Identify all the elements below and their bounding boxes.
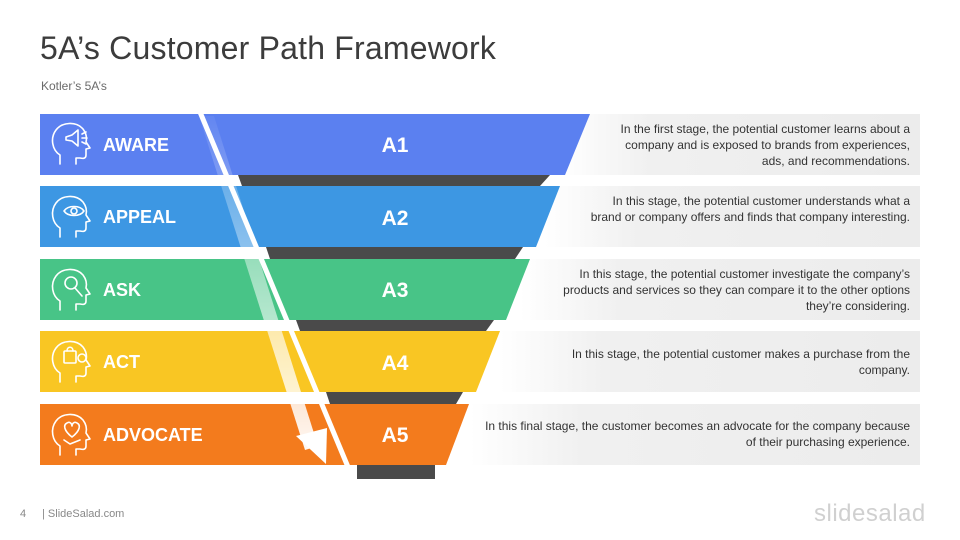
stage-code-a2: A2 <box>382 207 409 230</box>
stage-band-advocate <box>40 404 469 465</box>
description-panel <box>470 404 920 465</box>
stage-label-ask: ASK <box>103 280 141 300</box>
eye-head-icon <box>51 195 91 238</box>
arrow-head-icon <box>296 428 327 464</box>
stage-code-a5: A5 <box>382 424 409 447</box>
page-subtitle: Kotler’s 5A’s <box>41 79 107 93</box>
path-arrow-icon <box>199 116 318 450</box>
page-title: 5A’s Customer Path Framework <box>40 30 497 66</box>
stage-band-ask <box>40 259 530 320</box>
stage-description-advocate: In this final stage, the customer become… <box>485 419 910 449</box>
stage-code-a1: A1 <box>382 134 409 157</box>
description-panel <box>545 186 920 247</box>
stage-description-aware: In the first stage, the potential custom… <box>620 122 911 168</box>
stage-description-appeal: In this stage, the potential customer un… <box>590 194 910 224</box>
stage-code-a3: A3 <box>382 279 409 302</box>
megaphone-head-icon <box>51 122 91 165</box>
page-number: 4 <box>20 508 27 520</box>
heart-hand-head-icon <box>51 413 91 456</box>
stage-description-ask: In this stage, the potential customer in… <box>563 267 910 313</box>
description-panel <box>560 114 920 175</box>
stage-band-appeal <box>40 186 560 247</box>
description-panel <box>520 259 920 320</box>
stage-label-aware: AWARE <box>103 135 169 155</box>
shopping-bag-head-icon <box>51 340 91 383</box>
magnifier-head-icon <box>51 268 91 311</box>
stage-label-act: ACT <box>103 352 140 372</box>
stage-band-act <box>40 331 500 392</box>
stage-label-appeal: APPEAL <box>103 207 176 227</box>
stage-description-act: In this stage, the potential customer ma… <box>571 347 910 377</box>
stage-code-a4: A4 <box>382 352 409 375</box>
stage-band-aware <box>40 114 590 175</box>
funnel-gap <box>238 175 550 186</box>
funnel-gap <box>296 320 494 331</box>
footer-site-link: | SlideSalad.com <box>42 508 125 520</box>
brand-logo: slidesalad <box>814 500 926 527</box>
funnel-stem <box>357 465 435 479</box>
stage-label-advocate: ADVOCATE <box>103 425 203 445</box>
funnel-gap <box>326 392 463 404</box>
funnel-gap <box>266 247 523 259</box>
description-panel <box>500 331 920 392</box>
